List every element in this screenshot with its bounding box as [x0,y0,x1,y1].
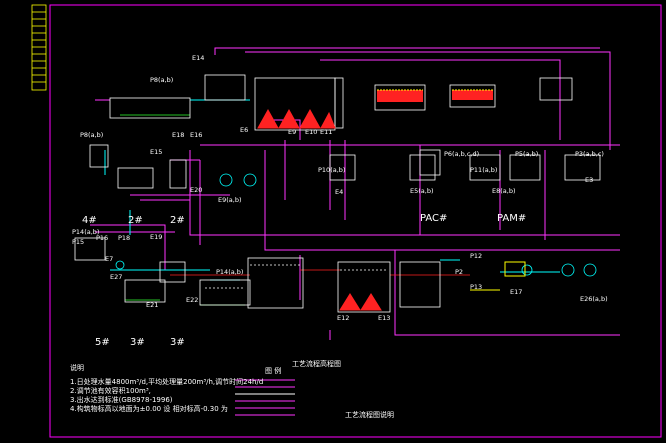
tag-label: P8(a,b) [80,131,104,139]
equipment-top [109,74,573,131]
pumps [115,173,597,277]
tag-label: E17 [510,288,523,296]
magenta-pipes [90,47,620,340]
tag-label: E7 [105,255,114,263]
tag-label: P3(a,b,c) [575,150,604,158]
tag-label: E19 [150,233,163,241]
tag-label: P14(a,b) [216,268,244,276]
pam-label: PAM# [497,213,527,224]
unit-label: 3# [170,337,185,348]
unit-label: 2# [170,215,185,226]
tag-label: P15 [72,238,85,246]
tag-label: E9(a,b) [218,196,242,204]
equipment-bottom-yellow [470,261,526,291]
legend-lines [235,379,295,416]
title-block [31,4,47,91]
tag-label: E27 [110,273,123,281]
legend-title: 图 例 [265,367,282,375]
tag-label: E13 [378,314,391,322]
notes-line: 2.调节池有效容积100m³, [70,387,151,395]
tag-label: E15 [150,148,163,156]
tag-label: P14(a,b) [72,228,100,236]
red-pipes [170,269,470,276]
green-pipes [120,114,245,306]
tag-label: E9 [288,128,297,136]
tag-label: E26(a,b) [580,295,608,303]
hopper-group-top [257,108,336,129]
tag-label: E3 [585,176,594,184]
tag-label: E6 [240,126,249,134]
notes-line: 4.构筑物标高以地面为±0.00 设 相对标高-0.30 为 [70,405,228,413]
equipment-middle [89,144,601,189]
tag-label: P16 [96,234,109,242]
pac-label: PAC# [420,213,448,224]
notes-heading: 说明 [70,364,84,372]
diagram-title: 工艺流程高程图 [292,360,341,368]
legend-caption: 工艺流程图说明 [345,411,394,419]
tag-label: E22 [186,296,199,304]
unit-label: 4# [82,215,97,226]
hopper-group-bottom [339,293,382,311]
tag-label: E8(a,b) [492,187,516,195]
equipment-bottom [74,237,441,313]
media-boxes [377,89,493,102]
tag-label: P10(a,b) [318,166,346,174]
tag-label: E18 [172,131,185,139]
drawing-frame [49,4,662,438]
tag-label: E11 [320,128,333,136]
tag-label: P2 [455,268,464,276]
unit-label: 2# [128,215,143,226]
tag-label: E16 [190,131,203,139]
unit-label: 3# [130,337,145,348]
tag-label: E14 [192,54,205,62]
tag-label: E4 [335,188,344,196]
tag-label: P12 [470,252,483,260]
tag-label: E20 [190,186,203,194]
notes-line: 1.日处理水量4800m³/d,平均处理量200m³/h,调节时间24h/d [70,378,264,386]
notes-line: 3.出水达到标准(GB8978-1996) [70,396,173,404]
tag-label: E10 [305,128,318,136]
tag-label: E5(a,b) [410,187,434,195]
dashed-lines [205,264,388,289]
tag-label: P6(a,b,c,d) [444,150,480,158]
unit-label: 5# [95,337,110,348]
tag-label: E12 [337,314,350,322]
tag-label: P8(a,b) [150,76,174,84]
tag-label: E21 [146,301,159,309]
tag-label: P11(a,b) [470,166,498,174]
tag-label: P18 [118,234,131,242]
tag-label: P5(a,b) [515,150,539,158]
tag-label: P13 [470,283,483,291]
